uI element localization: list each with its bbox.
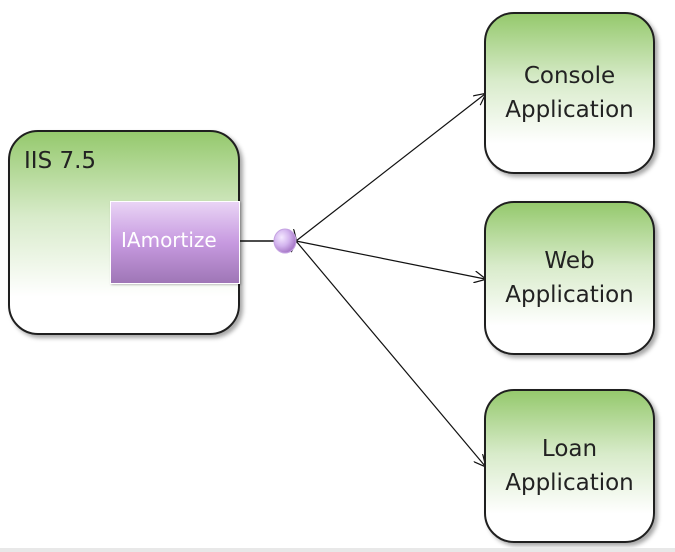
console-application-box: Console Application — [484, 12, 655, 174]
web-application-line-2: Application — [505, 282, 634, 308]
console-application-line-1: Console — [523, 63, 616, 89]
loan-application-line-2: Application — [505, 470, 634, 496]
web-application-box: Web Application — [484, 201, 655, 355]
iamortize-interface-label: IAmortize — [121, 228, 217, 252]
iamortize-interface-box: IAmortize — [110, 201, 240, 284]
web-connector-arrow — [296, 241, 485, 279]
iis-host-title: IIS 7.5 — [24, 148, 97, 174]
loan-application-box: Loan Application — [484, 389, 655, 543]
loan-application-line-1: Loan — [541, 436, 598, 462]
web-application-line-1: Web — [544, 248, 595, 274]
loan-connector-arrow — [296, 241, 485, 466]
interface-port-dot — [273, 228, 297, 254]
console-application-line-2: Application — [505, 97, 634, 123]
console-connector-arrow — [296, 94, 485, 241]
bottom-divider — [0, 548, 675, 552]
